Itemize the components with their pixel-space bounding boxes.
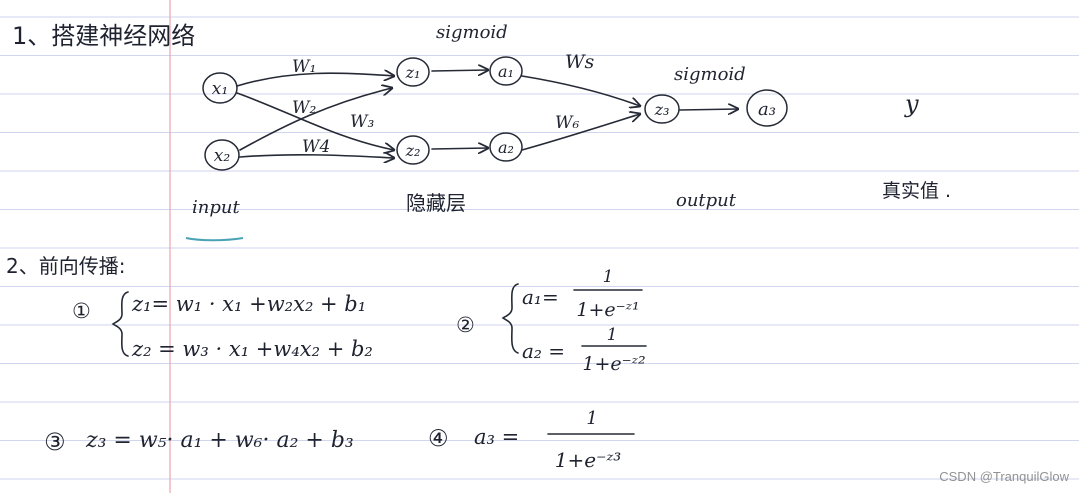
node-a3-label: a₃ bbox=[758, 99, 776, 120]
sigmoid-output-label: sigmoid bbox=[674, 64, 746, 85]
eq2a-denominator: 1+e⁻ᶻ¹ bbox=[576, 299, 639, 321]
eq2-number: ② bbox=[456, 313, 475, 337]
sigmoid-hidden-label: sigmoid bbox=[436, 22, 508, 43]
weight-w5: Ws bbox=[565, 51, 595, 73]
eq4-number: ④ bbox=[428, 426, 449, 452]
network-edges bbox=[236, 70, 738, 158]
weight-w1: W₁ bbox=[292, 57, 316, 77]
equation-4: ④ a₃ = 1 1+e⁻ᶻ³ bbox=[428, 408, 635, 472]
node-z2-label: z₂ bbox=[405, 141, 421, 160]
eq2a-lhs: a₁= bbox=[522, 285, 559, 309]
equation-3: ③ z₃ = w₅· a₁ + w₆· a₂ + b₃ bbox=[44, 428, 354, 456]
section2-title: 2、前向传播: bbox=[6, 254, 125, 278]
network-nodes: x₁ x₂ z₁ z₂ a₁ a₂ z₃ a₃ bbox=[202, 56, 788, 171]
eq1-line-b: z₂ = w₃ · x₁ +w₄x₂ + b₂ bbox=[131, 337, 373, 361]
input-layer-label: input bbox=[192, 197, 240, 218]
ruled-lines bbox=[0, 16, 1079, 480]
node-z3-label: z₃ bbox=[654, 100, 670, 119]
eq4-denominator: 1+e⁻ᶻ³ bbox=[555, 448, 622, 472]
true-value-label: 真实值 . bbox=[882, 180, 951, 202]
eq2b-lhs: a₂ = bbox=[522, 339, 565, 363]
eq2b-denominator: 1+e⁻ᶻ² bbox=[582, 353, 645, 375]
eq2a-numerator: 1 bbox=[603, 267, 614, 287]
input-highlight-stroke bbox=[185, 237, 244, 242]
eq2b-numerator: 1 bbox=[607, 325, 618, 345]
eq1-line-a: z₁= w₁ · x₁ +w₂x₂ + b₁ bbox=[131, 292, 366, 316]
weight-w6: W₆ bbox=[555, 113, 579, 133]
eq4-lhs: a₃ = bbox=[474, 425, 519, 449]
section1-title: 1、搭建神经网络 bbox=[12, 22, 195, 50]
hidden-layer-label: 隐藏层 bbox=[406, 191, 466, 215]
weight-w3: W₃ bbox=[350, 112, 374, 132]
node-x2-label: x₂ bbox=[214, 146, 231, 166]
node-x1-label: x₁ bbox=[212, 79, 228, 99]
node-a1 bbox=[489, 56, 523, 86]
node-z1-label: z₁ bbox=[405, 63, 421, 82]
node-z1 bbox=[396, 57, 430, 87]
eq1-number: ① bbox=[72, 299, 91, 323]
node-x2 bbox=[204, 139, 240, 171]
node-z3 bbox=[644, 94, 680, 124]
node-a2-label: a₂ bbox=[498, 138, 514, 157]
equation-2: ② a₁= 1 1+e⁻ᶻ¹ a₂ = 1 1+e⁻ᶻ² bbox=[456, 267, 647, 375]
watermark-text: CSDN @TranquilGlow bbox=[939, 469, 1069, 484]
node-a2 bbox=[489, 132, 523, 162]
true-value-y: y bbox=[904, 90, 919, 118]
eq2-brace bbox=[501, 283, 519, 354]
weight-w4: W4 bbox=[302, 137, 330, 157]
node-a1-label: a₁ bbox=[498, 62, 514, 81]
node-a3 bbox=[746, 89, 788, 127]
eq1-brace bbox=[111, 291, 129, 357]
equation-1: ① z₁= w₁ · x₁ +w₂x₂ + b₁ z₂ = w₃ · x₁ +w… bbox=[72, 291, 373, 361]
eq3-number: ③ bbox=[44, 428, 66, 456]
eq4-numerator: 1 bbox=[586, 408, 597, 429]
weight-w2: W₂ bbox=[292, 98, 316, 118]
eq3-line: z₃ = w₅· a₁ + w₆· a₂ + b₃ bbox=[85, 428, 354, 453]
weight-labels: W₁ W₂ W₃ W4 Ws W₆ bbox=[292, 51, 595, 157]
node-z2 bbox=[396, 135, 430, 165]
output-layer-label: output bbox=[676, 190, 737, 211]
node-x1 bbox=[202, 72, 238, 104]
